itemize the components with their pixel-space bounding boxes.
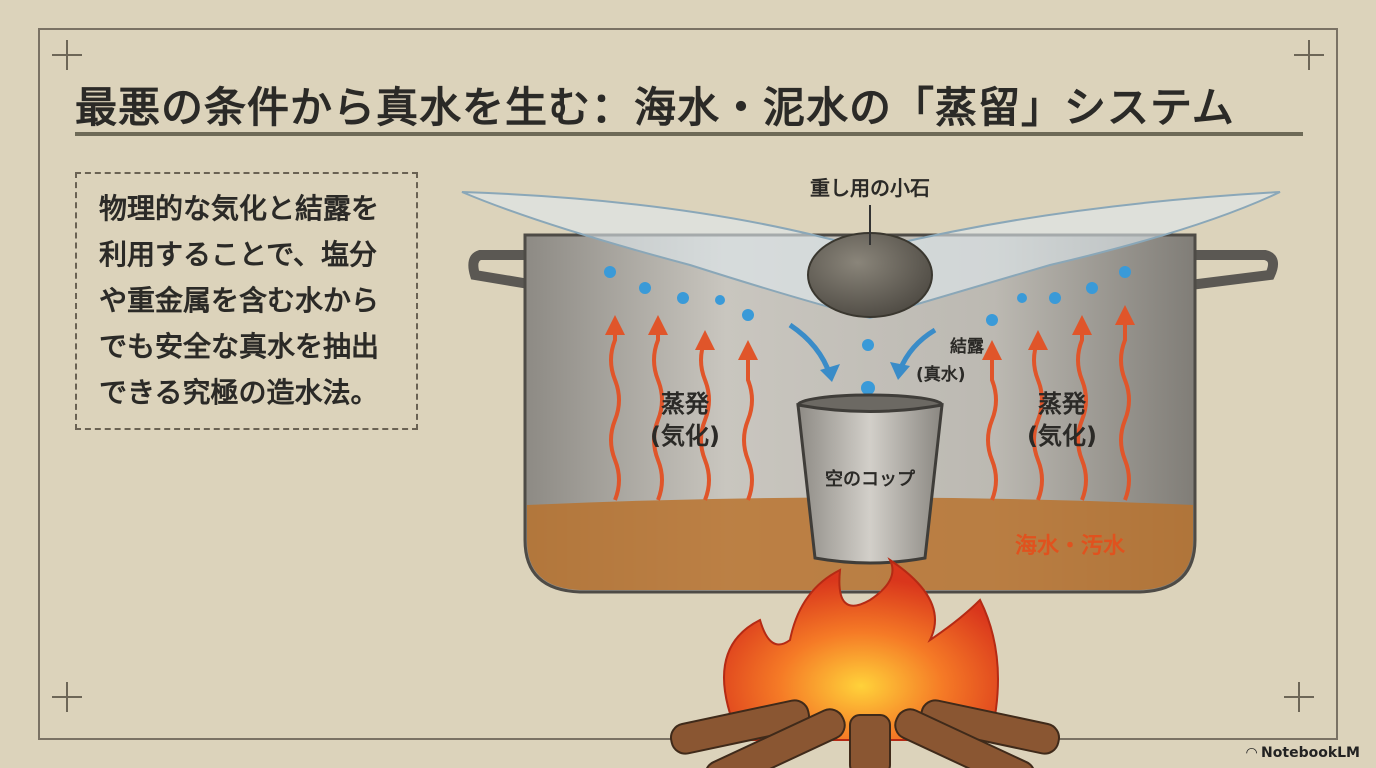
droplet-icon <box>1017 293 1027 303</box>
pot-handle-right <box>1189 250 1279 290</box>
cup-label: 空のコップ <box>825 468 916 490</box>
stone <box>807 232 933 318</box>
droplet-icon <box>604 266 616 278</box>
droplet-icon <box>1119 266 1131 278</box>
droplet-icon <box>986 314 998 326</box>
arrow-head-icon <box>1115 305 1135 325</box>
droplet-icon <box>742 309 754 321</box>
evaporation-label-right: 蒸発 <box>1038 390 1087 418</box>
description-line: 利用することで、塩分 <box>99 238 378 271</box>
evaporation-label-left-sub: (気化) <box>650 422 720 450</box>
description-line: や重金属を含む水から <box>99 284 380 317</box>
log-icon <box>670 699 810 755</box>
page-title: 最悪の条件から真水を生む：海水・泥水の「蒸留」システム <box>75 83 1235 132</box>
description-box: 物理的な気化と結露を 利用することで、塩分 や重金属を含む水から でも安全な真水… <box>75 172 418 430</box>
pot-handle-left <box>468 250 536 290</box>
arrow-head-icon <box>1072 315 1092 335</box>
droplet-icon <box>862 339 874 351</box>
log-icon <box>894 708 1036 768</box>
droplet-icon <box>1049 292 1061 304</box>
brand-label: NotebookLM <box>1261 745 1360 761</box>
condensation-label-sub: (真水) <box>916 364 966 385</box>
title-divider <box>75 132 1303 136</box>
description-line: 物理的な気化と結露を <box>99 192 380 225</box>
arrow-head-icon <box>982 340 1002 360</box>
droplet-icon <box>861 381 875 395</box>
droplet-icon <box>677 292 689 304</box>
log-icon <box>849 714 891 768</box>
notebooklm-logo-icon: ◠ <box>1246 745 1258 761</box>
droplet-icon <box>715 295 725 305</box>
campfire <box>670 557 1060 768</box>
arrow-head-icon <box>648 315 668 335</box>
droplet-icon <box>639 282 651 294</box>
evaporation-label-left: 蒸発 <box>661 390 710 418</box>
arrow-head-icon <box>695 330 715 350</box>
arrow-head-icon <box>605 315 625 335</box>
droplets <box>604 266 1131 395</box>
evaporation-arrows <box>609 320 1131 501</box>
description-line: できる究極の造水法。 <box>99 376 379 409</box>
corner-cross-icon <box>52 40 82 70</box>
corner-cross-icon <box>1294 40 1324 70</box>
condensation-label: 結露 <box>950 336 985 357</box>
corner-cross-icon <box>1284 682 1314 712</box>
arrow-head-icon <box>1028 330 1048 350</box>
flame-icon <box>723 557 999 741</box>
stone-label: 重し用の小石 <box>810 176 930 200</box>
corner-cross-icon <box>52 682 82 712</box>
description-line: でも安全な真水を抽出 <box>99 330 380 363</box>
evaporation-label-right-sub: (気化) <box>1027 422 1097 450</box>
arrow-head-icon <box>738 340 758 360</box>
droplet-icon <box>1086 282 1098 294</box>
cup <box>796 403 944 565</box>
brand-watermark: ◠ NotebookLM <box>1246 745 1360 761</box>
log-icon <box>704 708 846 768</box>
water-label: 海水・汚水 <box>1015 533 1126 559</box>
